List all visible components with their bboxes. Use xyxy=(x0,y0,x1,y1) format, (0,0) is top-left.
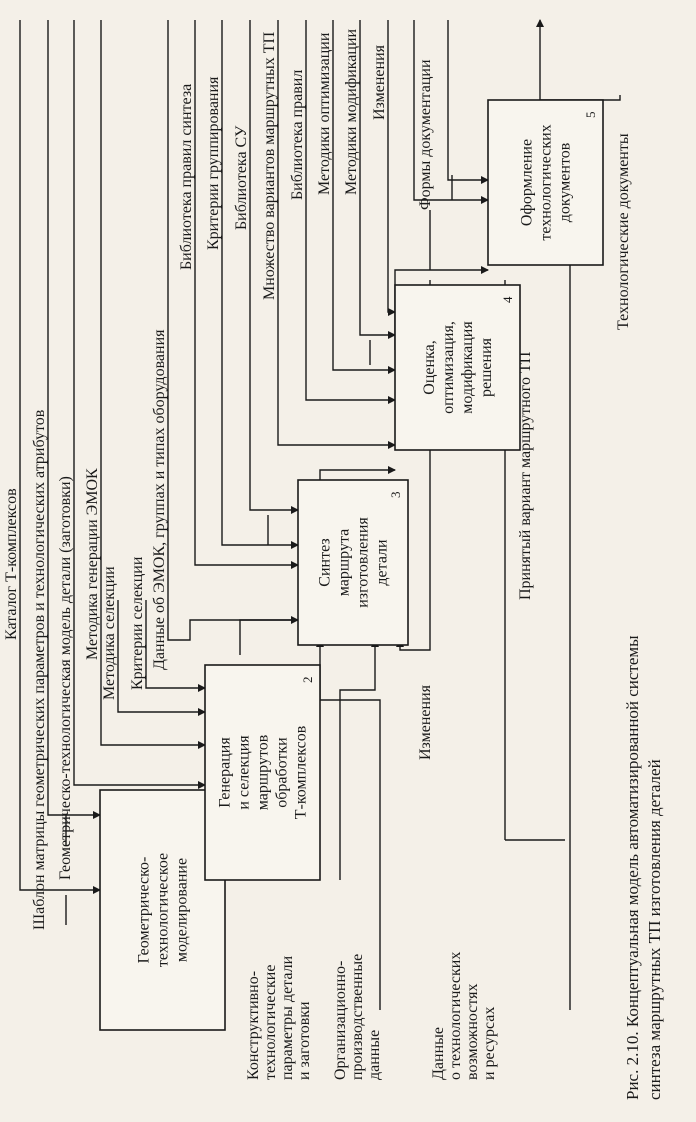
input-tech-data: Данные о технологических возможностях и … xyxy=(430,948,498,1080)
caption-line-2: синтеза маршрутных ТП изготовления детал… xyxy=(645,759,664,1100)
caption-line-1: Рис. 2.10. Концептуальная модель автомат… xyxy=(623,635,642,1100)
control-label: Методика генерации ЭМОК xyxy=(84,468,101,660)
box-text-line: Оценка, xyxy=(421,340,438,394)
control-label: Данные об ЭМОК, группах и типах оборудов… xyxy=(151,329,168,670)
label-tech-documents: Технологические документы xyxy=(615,133,632,330)
control-label: Каталог Т-комплексов xyxy=(3,488,20,640)
figure-caption: Рис. 2.10. Концептуальная модель автомат… xyxy=(623,635,664,1100)
box-text-line: оптимизация, xyxy=(440,321,457,414)
control-label: Библиотека правил синтеза xyxy=(178,84,195,270)
box-frame xyxy=(394,284,521,451)
input-organizational: Организационно- производственные данные xyxy=(332,950,383,1080)
label-changes-feedback: Изменения xyxy=(417,684,434,760)
control-label: Критерии селекции xyxy=(129,556,146,690)
box-text-line: маршрута xyxy=(336,529,353,597)
control-label: Методики оптимизации xyxy=(316,32,333,195)
box-text-line: маршрутов xyxy=(255,734,272,810)
control-label: Методика селекции xyxy=(101,566,118,700)
control-label: Формы документации xyxy=(417,59,434,210)
box-number: 4 xyxy=(500,296,515,303)
control-label: Геометрическо-технологическая модель дет… xyxy=(57,476,74,880)
box-frame xyxy=(297,479,409,646)
box-text-line: Геометрическо- xyxy=(136,857,153,964)
box-frame xyxy=(99,789,226,1031)
box-text-line: модификация xyxy=(459,321,476,414)
box-text-line: и селекция xyxy=(236,735,253,810)
box-text-line: документов xyxy=(557,142,574,222)
box-frame xyxy=(204,664,321,881)
control-label: Изменения xyxy=(371,44,388,120)
box-text-line: технологическое xyxy=(155,853,172,967)
control-label: Библиотека правил xyxy=(289,70,306,200)
box-text-line: Т-комплексов xyxy=(293,725,310,819)
input-labels: Конструктивно- технологические параметры… xyxy=(245,948,498,1080)
control-label: Методики модификации xyxy=(343,28,360,195)
control-label: Библиотека СУ xyxy=(233,125,250,230)
box-text-line: технологических xyxy=(538,124,555,240)
label-accepted-variant: Принятый вариант маршрутного ТП xyxy=(517,351,534,600)
control-labels: Каталог Т-комплексов Шаблон матрицы геоме… xyxy=(3,28,434,930)
box-text-line: детали xyxy=(374,539,391,586)
box-number: 5 xyxy=(583,112,598,119)
box-text-line: изготовления xyxy=(355,517,372,608)
box-frame xyxy=(487,99,604,266)
control-label: Шаблон матрицы геометрических параметров… xyxy=(31,409,48,930)
internal-labels: Изменения Принятый вариант маршрутного Т… xyxy=(417,133,632,760)
box-text-line: Генерация xyxy=(217,737,234,808)
box-number: 3 xyxy=(388,492,403,499)
control-label: Множество вариантов маршрутных ТП xyxy=(261,31,278,300)
control-label: Критерии группирования xyxy=(205,76,222,250)
box-text-line: Синтез xyxy=(317,538,334,586)
box-text-line: обработки xyxy=(274,737,291,808)
box-number: 2 xyxy=(300,677,315,684)
input-constructive: Конструктивно- технологические параметры… xyxy=(245,952,313,1080)
box-text-line: решения xyxy=(478,337,495,397)
box-text-line: моделирование xyxy=(174,858,191,962)
box-text-line: Оформление xyxy=(519,139,536,226)
